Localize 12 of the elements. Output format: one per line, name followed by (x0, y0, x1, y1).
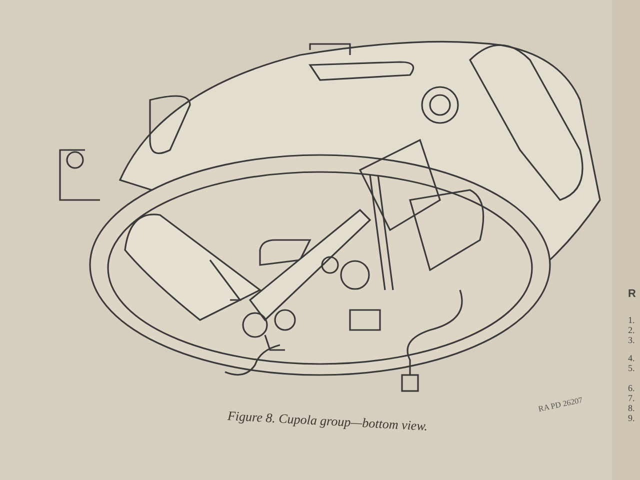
list-number: 6. (628, 383, 635, 393)
list-number: 8. (628, 403, 635, 413)
list-number: 7. (628, 393, 635, 403)
list-number: 9. (628, 413, 635, 423)
drawing-reference-number: RA PD 26207 (538, 395, 584, 414)
page-heading-fragment: R (628, 288, 636, 300)
list-number: 3. (628, 335, 635, 345)
figure-caption: Figure 8. Cupola group—bottom view. (227, 408, 428, 434)
list-number: 4. (628, 353, 635, 363)
list-number: 2. (628, 325, 635, 335)
list-number: 5. (628, 363, 635, 373)
list-number: 1. (628, 315, 635, 325)
